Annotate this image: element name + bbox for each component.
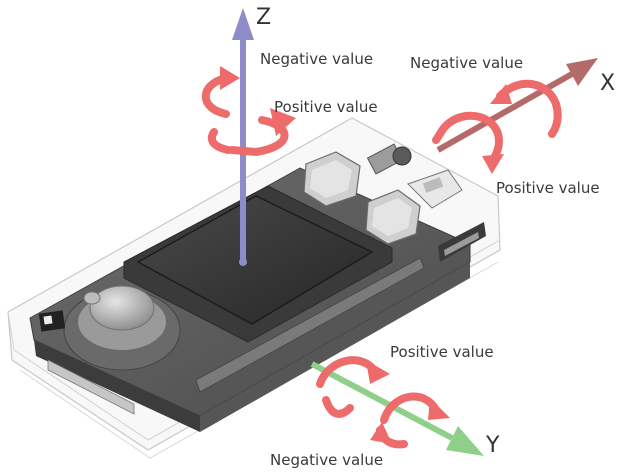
device-side [34,340,200,432]
y-axis-arrowhead [446,426,484,456]
bottom-connector [47,359,135,415]
side-switch [38,310,66,332]
x-axis-label: X [600,71,615,96]
z-positive-label: Positive value [274,98,378,116]
y-positive-label: Positive value [390,343,494,361]
switch-lever [366,143,412,175]
curved-arrow-icon [220,66,240,90]
x-negative-label: Negative value [410,54,523,72]
bottom-rail [195,257,425,393]
x-axis [436,58,598,153]
button-a [303,151,361,207]
x-positive-label: Positive value [496,179,600,197]
x-rotation-arrow [432,79,562,174]
z-axis-label: Z [256,5,271,30]
device [7,117,501,459]
y-rotation-arrow [316,356,450,449]
lcd-screen [136,195,374,325]
x-axis-arrowhead [566,58,598,86]
z-rotation-arrow [201,66,296,157]
curved-arrow-icon [270,108,296,136]
joystick [63,285,181,371]
z-negative-label: Negative value [260,50,373,68]
curved-arrow-icon [370,422,392,444]
usb-connector [407,169,463,209]
y-axis-label: Y [485,433,500,458]
y-negative-label: Negative value [270,451,383,469]
button-b [365,189,421,245]
curved-arrow-icon [482,154,504,174]
device-front [200,262,470,432]
side-slot [438,222,486,262]
z-axis-arrowhead [232,8,254,40]
curved-arrow-icon [428,398,450,420]
y-axis [310,361,484,456]
curved-arrow-icon [490,84,512,104]
curved-arrow-icon [366,360,390,384]
